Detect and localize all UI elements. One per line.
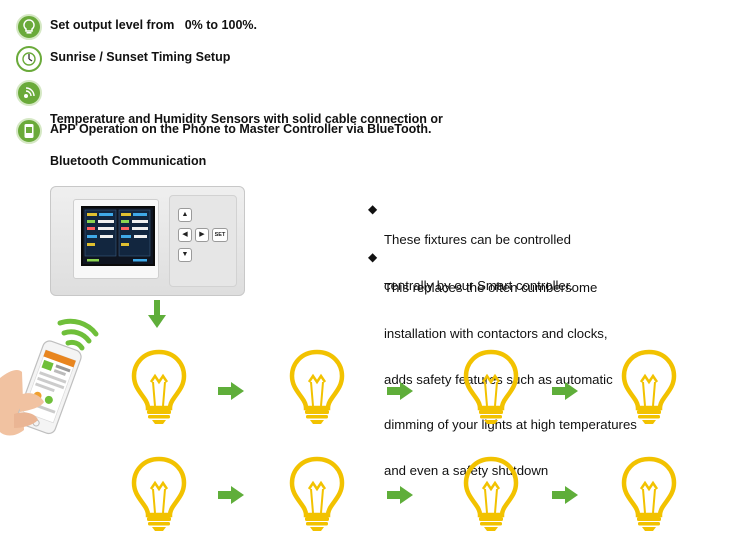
controller-display [81, 206, 155, 266]
phone-app-icon [16, 118, 42, 144]
sun-timer-icon [16, 46, 42, 72]
light-bulb-icon [131, 455, 187, 531]
wireless-sensor-icon [16, 80, 42, 106]
light-bulb-icon [621, 348, 677, 424]
down-arrow-icon [148, 300, 166, 328]
up-key[interactable]: ▲ [178, 208, 192, 222]
feature-output-level: Set output level from 0% to 100%. [16, 14, 257, 40]
light-bulb-icon [621, 455, 677, 531]
feature-text: Bluetooth Communication [50, 154, 207, 168]
right-arrow-icon [552, 486, 578, 504]
note-central-control: ◆ These fixtures can be controlled centr… [368, 202, 573, 324]
note-text: This replaces the often cumbersome [384, 280, 598, 296]
light-bulb-icon [289, 455, 345, 531]
smart-controller-device: ▲ ◀ ▶ SET ▼ [50, 186, 245, 296]
light-bulb-icon [289, 348, 345, 424]
light-bulb-icon [131, 348, 187, 424]
note-text: centrally by our Smart controller. [384, 278, 574, 294]
feature-text: Set output level from 0% to 100%. [50, 18, 257, 32]
note-text: installation with contactors and clocks, [384, 326, 608, 342]
wifi-icon [57, 318, 99, 351]
light-bulb-icon [463, 348, 519, 424]
right-key[interactable]: ▶ [195, 228, 209, 242]
feature-text: Temperature and Humidity Sensors with so… [50, 112, 443, 126]
diamond-bullet-icon: ◆ [368, 202, 378, 216]
diamond-bullet-icon: ◆ [368, 250, 378, 264]
left-key[interactable]: ◀ [178, 228, 192, 242]
right-arrow-icon [218, 382, 244, 400]
feature-sensors: Temperature and Humidity Sensors with so… [16, 80, 443, 196]
right-arrow-icon [387, 382, 413, 400]
light-bulb-icon [463, 455, 519, 531]
note-text: These fixtures can be controlled [384, 232, 571, 248]
controller-screen-frame [73, 199, 159, 279]
right-arrow-icon [218, 486, 244, 504]
set-key[interactable]: SET [212, 228, 228, 242]
feature-text: APP Operation on the Phone to Master Con… [50, 122, 432, 136]
feature-app-operation: APP Operation on the Phone to Master Con… [16, 118, 432, 144]
phone-in-hand-illustration [0, 310, 110, 447]
feature-sunrise-sunset: Sunrise / Sunset Timing Setup [16, 46, 230, 72]
feature-text: Sunrise / Sunset Timing Setup [50, 50, 231, 64]
right-arrow-icon [387, 486, 413, 504]
down-key[interactable]: ▼ [178, 248, 192, 262]
bulb-icon [16, 14, 42, 40]
controller-button-panel: ▲ ◀ ▶ SET ▼ [169, 195, 237, 287]
right-arrow-icon [552, 382, 578, 400]
